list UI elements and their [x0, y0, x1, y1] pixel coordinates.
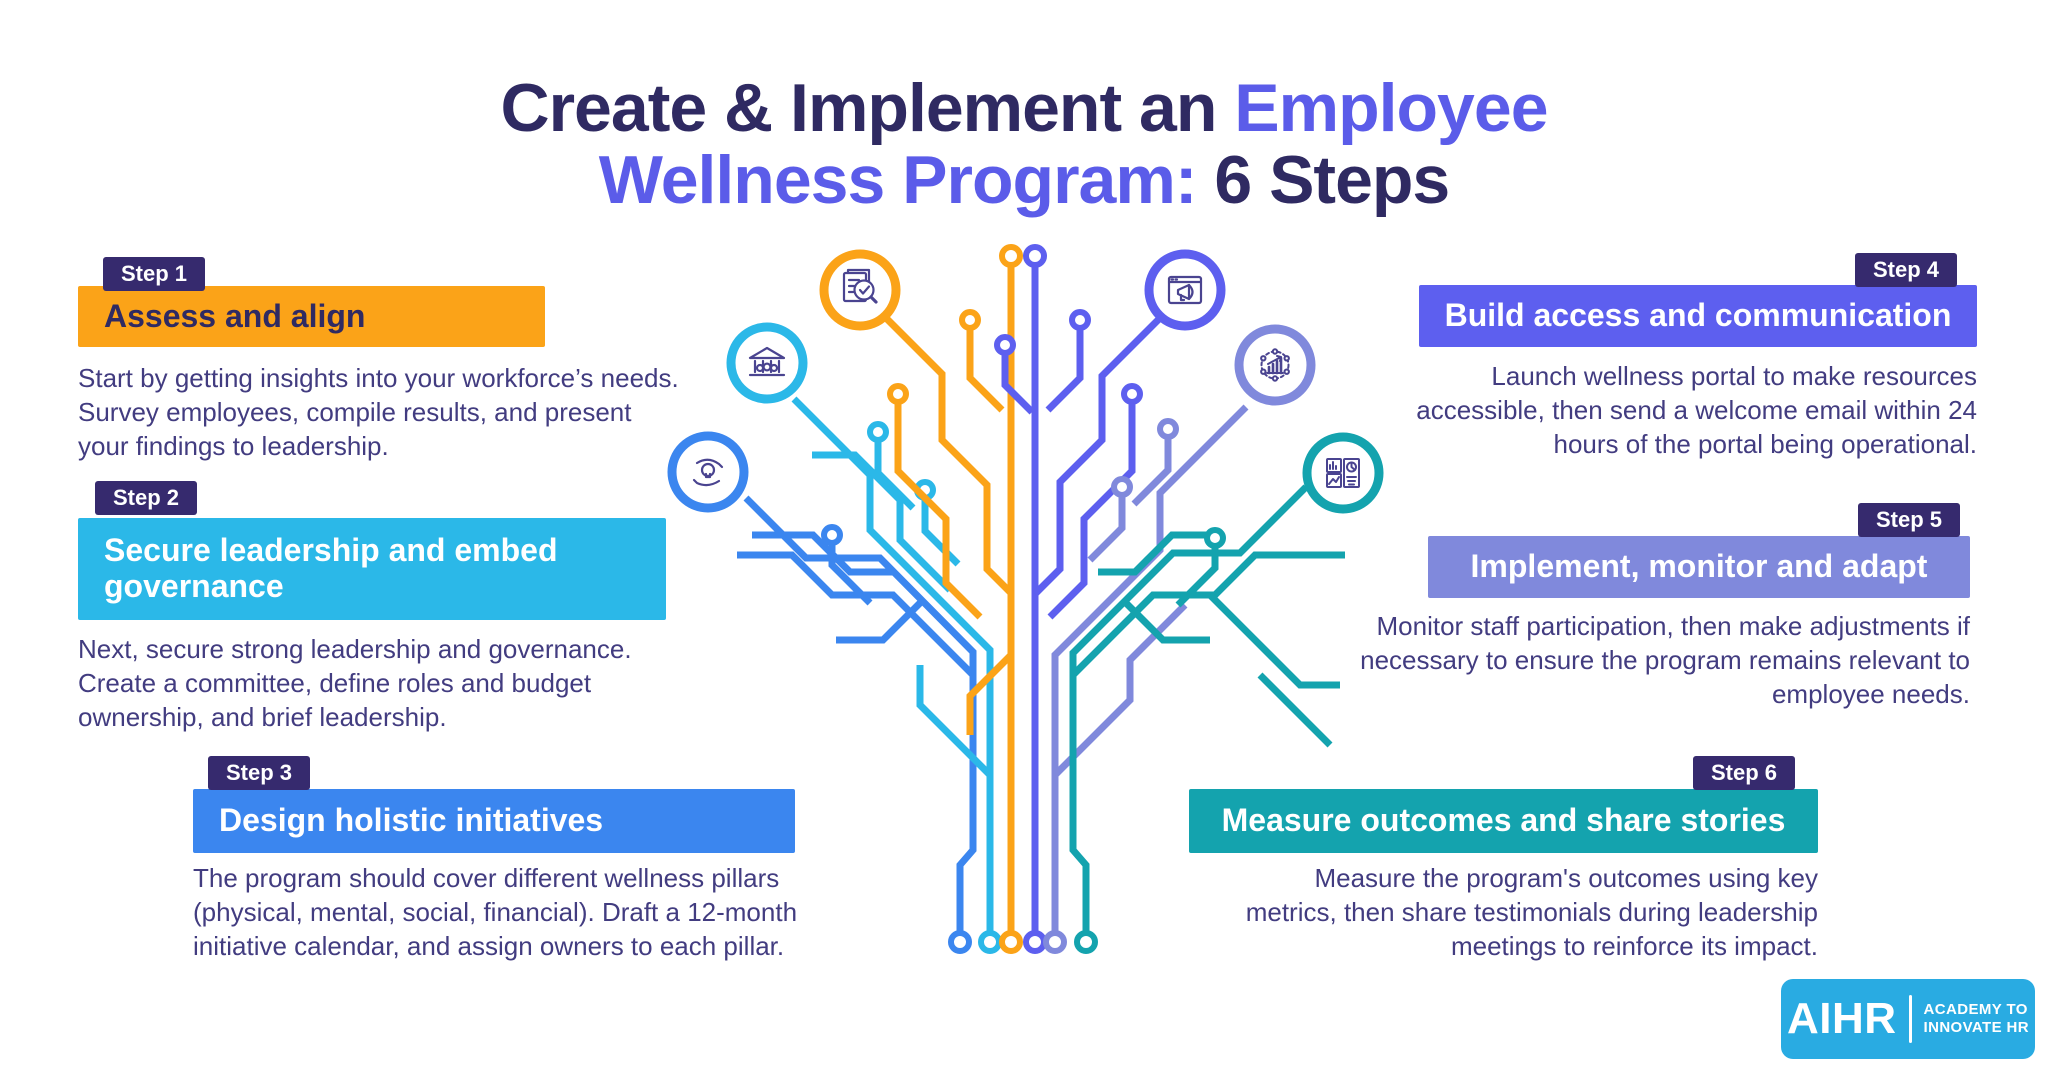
step-3-heading-bar: Design holistic initiatives — [193, 789, 795, 853]
title-line2-accent: Wellness Program: — [598, 141, 1198, 218]
step-1-heading-bar: Assess and align — [78, 286, 545, 347]
step-4-description: Launch wellness portal to make resources… — [1416, 361, 1977, 459]
step-4-heading: Build access and communication — [1444, 297, 1952, 334]
page-title: Create & Implement an Employee Wellness … — [0, 72, 2048, 216]
periwinkle-node — [1111, 476, 1133, 498]
step-4-tag: Step 4 — [1854, 253, 1957, 287]
aihr-logo-brand: AIHR — [1786, 994, 1897, 1043]
orange-node — [959, 309, 981, 331]
step-1-tag: Step 1 — [103, 257, 206, 291]
cyan-node — [867, 421, 889, 443]
step-5-heading-bar: Implement, monitor and adapt — [1428, 536, 1970, 598]
blue-branch-group — [737, 495, 977, 933]
title-line1-accent: Employee — [1234, 69, 1548, 146]
periwinkle-branch-group — [1051, 404, 1249, 933]
step-2-description: Next, secure strong leadership and gover… — [78, 634, 632, 732]
aihr-tagline-line2: INNOVATE HR — [1923, 1019, 2030, 1036]
step-4-heading-bar: Build access and communication — [1419, 285, 1977, 347]
communication-megaphone-window-icon — [1144, 249, 1226, 331]
orange-bottom-terminal — [999, 930, 1023, 954]
blue-bottom-terminal — [948, 930, 972, 954]
step-5-description: Monitor staff participation, then make a… — [1360, 611, 1970, 709]
step-3-tag: Step 3 — [208, 756, 311, 790]
monitor-analytics-icon — [1234, 324, 1316, 406]
step-2-heading: Secure leadership and embed governance — [104, 532, 558, 604]
step-1-heading: Assess and align — [104, 297, 366, 334]
periwinkle-bottom-terminal — [1043, 930, 1067, 954]
violet-top-terminal — [1023, 244, 1047, 268]
initiatives-hands-bulb-icon — [667, 431, 749, 513]
assessment-doc-magnifier-icon — [819, 249, 901, 331]
step-6-tag: Step 6 — [1692, 756, 1795, 790]
step-2-tag: Step 2 — [95, 481, 198, 515]
orange-node — [887, 383, 909, 405]
orange-branch-group — [882, 265, 1015, 933]
measure-dashboard-icon — [1302, 432, 1384, 514]
step-5-tag: Step 5 — [1857, 503, 1960, 537]
violet-node — [1121, 383, 1143, 405]
step-6-heading-bar: Measure outcomes and share stories — [1189, 789, 1818, 853]
step-1-description: Start by getting insights into your work… — [78, 363, 679, 461]
aihr-logo: AIHR ACADEMY TO INNOVATE HR — [1781, 979, 2035, 1059]
violet-node — [994, 334, 1016, 356]
logo-divider — [1908, 995, 1912, 1043]
violet-branch-group — [1001, 265, 1162, 933]
title-line1-dark: Create & Implement an — [500, 69, 1235, 146]
step-3-description: The program should cover different welln… — [193, 863, 798, 961]
step-3-heading: Design holistic initiatives — [219, 802, 604, 839]
periwinkle-node — [1157, 418, 1179, 440]
cyan-branch-group — [791, 396, 994, 933]
aihr-tagline-line1: ACADEMY TO — [1923, 1001, 2028, 1018]
violet-node — [1069, 309, 1091, 331]
step-6-heading: Measure outcomes and share stories — [1221, 802, 1786, 839]
blue-node — [821, 524, 843, 546]
title-line2: Wellness Program: 6 Steps — [598, 141, 1451, 218]
step-5-heading: Implement, monitor and adapt — [1470, 548, 1928, 585]
step-6-description: Measure the program's outcomes using key… — [1245, 863, 1818, 961]
teal-node — [1204, 527, 1226, 549]
orange-top-terminal — [999, 244, 1023, 268]
teal-branch-group — [1069, 484, 1345, 933]
governance-bank-icon — [726, 322, 808, 404]
cyan-bottom-terminal — [978, 930, 1002, 954]
violet-bottom-terminal — [1023, 930, 1047, 954]
step-2-heading-bar: Secure leadership and embed governance — [78, 518, 666, 620]
title-line1: Create & Implement an Employee — [500, 69, 1548, 146]
teal-bottom-terminal — [1074, 930, 1098, 954]
title-line2-dark: 6 Steps — [1196, 141, 1450, 218]
circuit-tree-graphic — [667, 244, 1384, 954]
aihr-logo-tagline: ACADEMY TO INNOVATE HR — [1924, 1001, 2030, 1037]
